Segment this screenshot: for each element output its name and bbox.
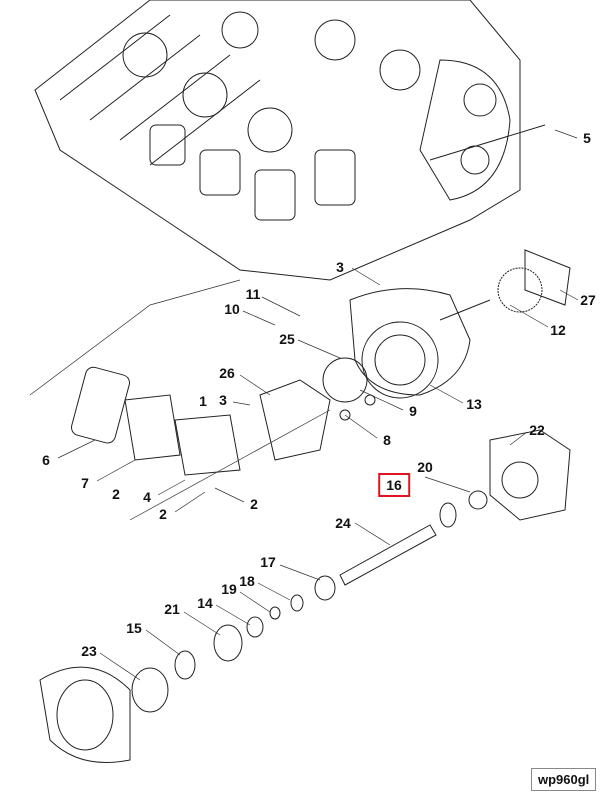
callout-18[interactable]: 18	[239, 573, 255, 589]
callout-27[interactable]: 27	[580, 292, 596, 308]
callout-17[interactable]: 17	[260, 554, 276, 570]
callout-24[interactable]: 24	[335, 515, 351, 531]
callout-13[interactable]: 13	[466, 396, 482, 412]
callout-5[interactable]: 5	[583, 130, 591, 146]
callout-21[interactable]: 21	[164, 601, 180, 617]
callout-15[interactable]: 15	[126, 620, 142, 636]
callout-26[interactable]: 26	[219, 365, 235, 381]
callout-12[interactable]: 12	[550, 322, 566, 338]
leader-lines	[29, 129, 579, 681]
callout-9[interactable]: 9	[409, 403, 417, 419]
callout-3[interactable]: 3	[336, 259, 344, 275]
callout-22[interactable]: 22	[529, 422, 545, 438]
callout-3b[interactable]: 3	[219, 392, 227, 408]
callout-10[interactable]: 10	[224, 301, 240, 317]
callout-2b[interactable]: 2	[250, 496, 258, 512]
callout-2[interactable]: 2	[112, 486, 120, 502]
callout-4[interactable]: 4	[143, 489, 151, 505]
shaft-assembly	[39, 524, 437, 763]
callout-1[interactable]: 1	[199, 393, 207, 409]
callout-16-highlighted[interactable]: 16	[378, 473, 410, 497]
callout-2c[interactable]: 2	[159, 506, 167, 522]
callout-8[interactable]: 8	[383, 432, 391, 448]
pump-housing	[439, 429, 571, 528]
callout-19[interactable]: 19	[221, 581, 237, 597]
callout-25[interactable]: 25	[279, 331, 295, 347]
callout-23[interactable]: 23	[81, 643, 97, 659]
callout-14[interactable]: 14	[197, 595, 213, 611]
callout-20[interactable]: 20	[417, 459, 433, 475]
covers-and-seals	[70, 357, 376, 476]
callout-11[interactable]: 11	[245, 286, 261, 302]
engine-block	[34, 0, 546, 281]
callout-6[interactable]: 6	[42, 452, 50, 468]
drawing-code: wp960gl	[531, 768, 597, 791]
gear-housing	[349, 249, 571, 399]
callout-7[interactable]: 7	[81, 475, 89, 491]
